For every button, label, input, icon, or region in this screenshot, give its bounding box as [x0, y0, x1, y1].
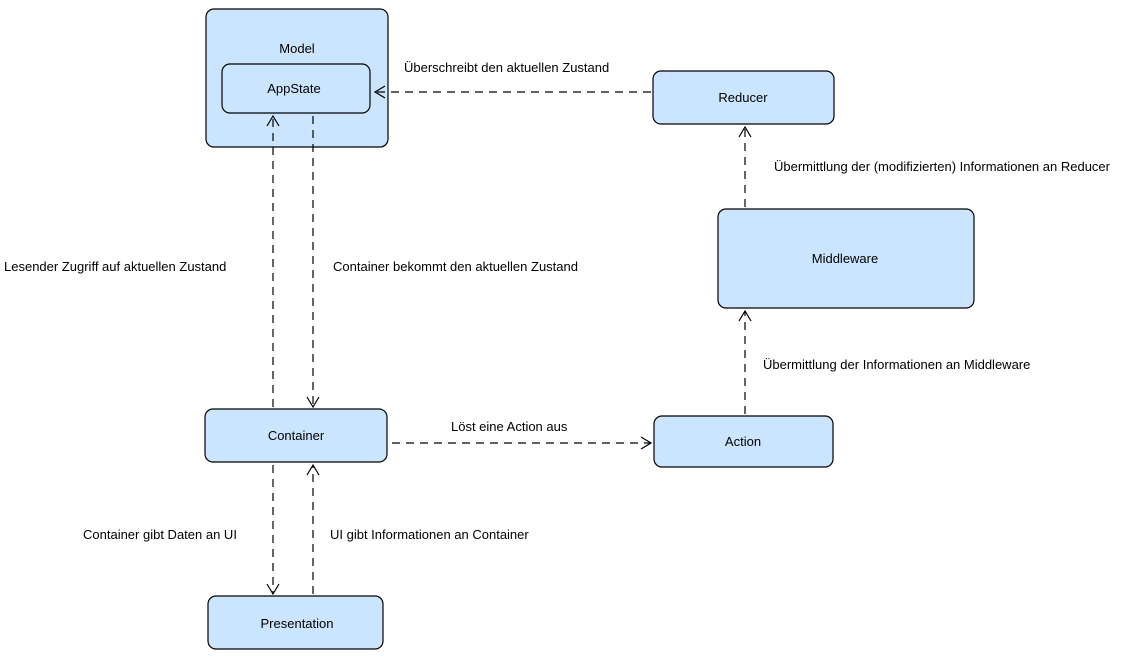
presentation-node[interactable]: Presentation	[207, 595, 384, 650]
presentation-label: Presentation	[261, 616, 334, 631]
arrowhead-icon	[738, 309, 752, 322]
edge-label-container-to-action: Löst eine Action aus	[451, 419, 568, 434]
arrowhead-icon	[306, 463, 320, 476]
action-node[interactable]: Action	[653, 415, 834, 468]
reducer-label: Reducer	[718, 90, 768, 105]
edge-label-container-to-appstate: Lesender Zugriff auf aktuellen Zustand	[4, 259, 226, 274]
appstate-node[interactable]: AppState	[221, 63, 371, 114]
edge-label-container-to-presentation: Container gibt Daten an UI	[83, 527, 237, 542]
arrowhead-icon	[640, 436, 653, 450]
arrowhead-icon	[306, 396, 320, 409]
arrowhead-icon	[373, 85, 386, 99]
edge-middleware-to-reducer: Übermittlung der (modifizierten) Informa…	[738, 125, 1111, 207]
edge-label-middleware-to-reducer: Übermittlung der (modifizierten) Informa…	[774, 159, 1111, 174]
middleware-label: Middleware	[812, 251, 878, 266]
edge-container-to-action: Löst eine Action aus	[392, 419, 653, 450]
arrowhead-icon	[266, 114, 280, 127]
action-label: Action	[725, 434, 761, 449]
appstate-label: AppState	[267, 81, 321, 96]
edge-label-presentation-to-container: UI gibt Informationen an Container	[330, 527, 529, 542]
edge-appstate-to-container: Container bekommt den aktuellen Zustand	[306, 116, 578, 409]
edge-label-appstate-to-container: Container bekommt den aktuellen Zustand	[333, 259, 578, 274]
container-node[interactable]: Container	[204, 408, 388, 463]
middleware-node[interactable]: Middleware	[717, 208, 975, 309]
arrowhead-icon	[738, 125, 752, 138]
arrowhead-icon	[266, 583, 280, 596]
edge-presentation-to-container: UI gibt Informationen an Container	[306, 463, 529, 594]
edge-label-reducer-to-appstate: Überschreibt den aktuellen Zustand	[404, 60, 609, 75]
container-label: Container	[268, 428, 325, 443]
edge-container-to-appstate: Lesender Zugriff auf aktuellen Zustand	[4, 114, 280, 407]
edge-action-to-middleware: Übermittlung der Informationen an Middle…	[738, 309, 1030, 414]
edge-label-action-to-middleware: Übermittlung der Informationen an Middle…	[763, 357, 1030, 372]
reducer-node[interactable]: Reducer	[652, 70, 835, 125]
edge-reducer-to-appstate: Überschreibt den aktuellen Zustand	[373, 60, 651, 99]
model-label: Model	[279, 41, 315, 56]
edge-container-to-presentation: Container gibt Daten an UI	[83, 465, 280, 596]
